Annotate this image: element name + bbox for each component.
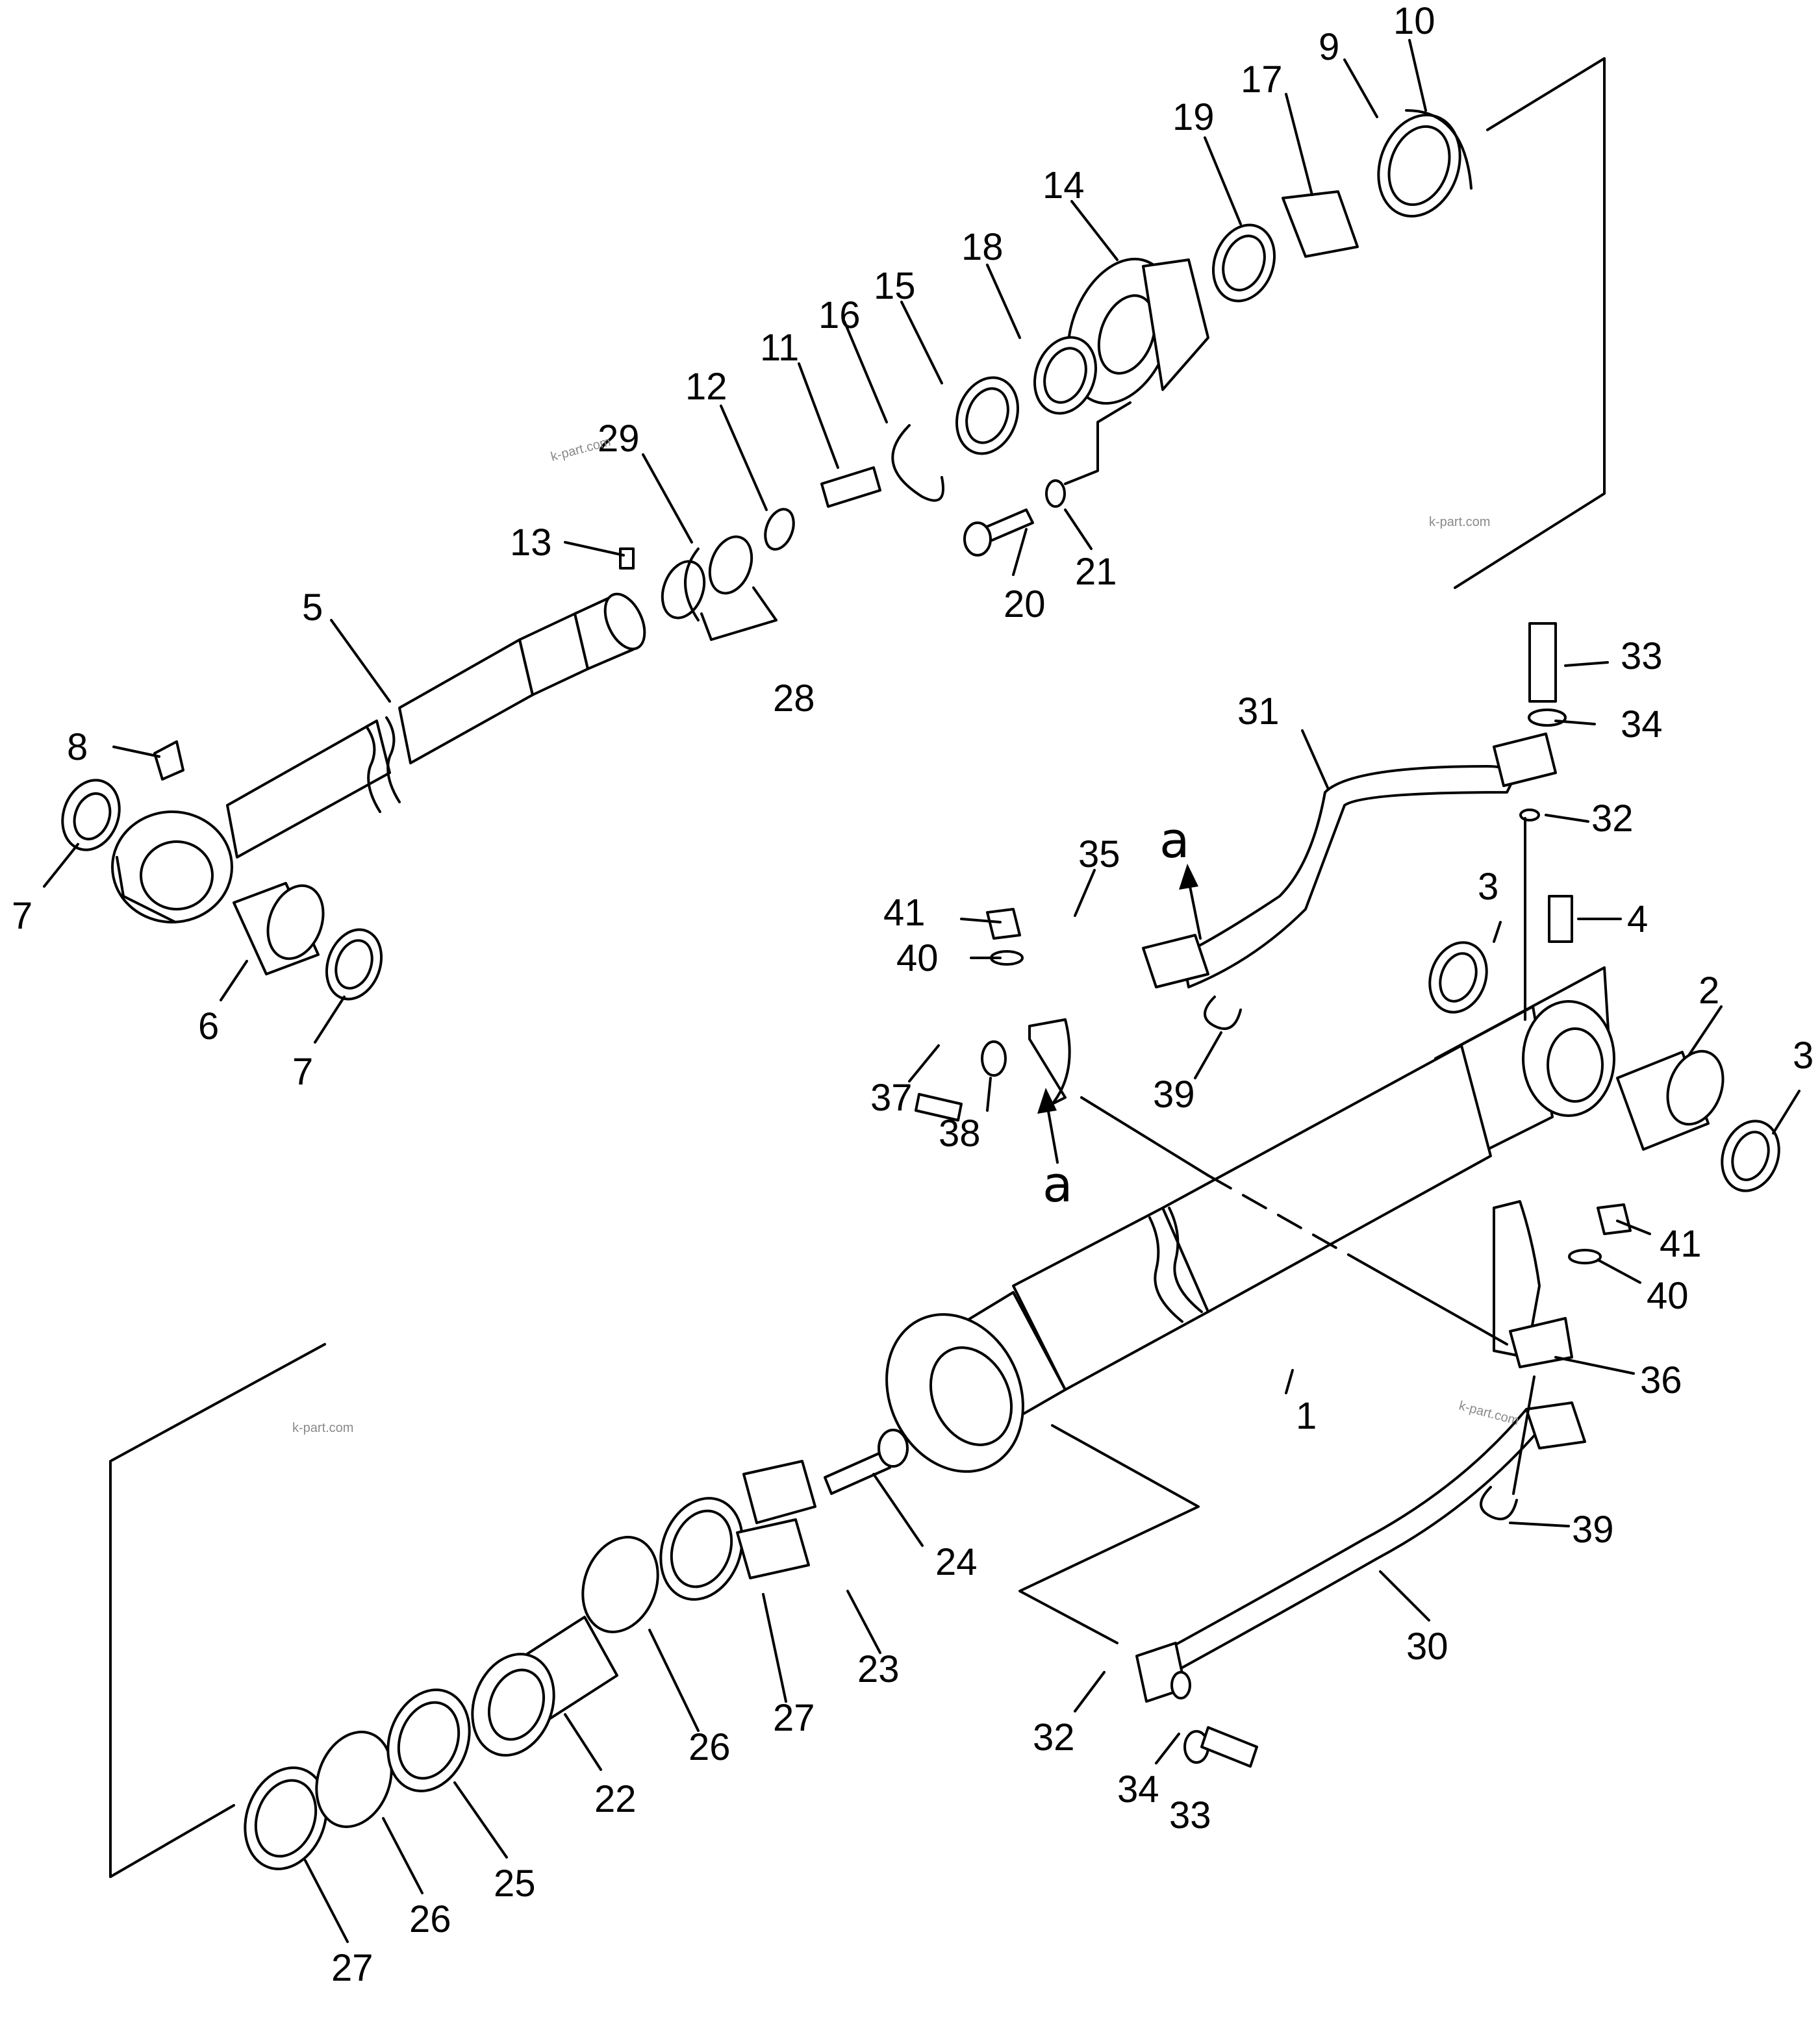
view-marker-a-bottom: a bbox=[1043, 1155, 1073, 1213]
callout-33-lower: 33 bbox=[1169, 1794, 1211, 1837]
callout-31: 31 bbox=[1237, 690, 1280, 733]
callout-11: 11 bbox=[760, 327, 799, 369]
callout-4: 4 bbox=[1627, 898, 1648, 940]
callout-28: 28 bbox=[773, 677, 815, 720]
callout-37: 37 bbox=[870, 1077, 913, 1119]
view-arrow-up-icon bbox=[1179, 864, 1198, 890]
piston-rod bbox=[111, 592, 646, 923]
callout-6: 6 bbox=[198, 1005, 219, 1047]
callout-21: 21 bbox=[1075, 551, 1117, 593]
callout-40-left: 40 bbox=[896, 937, 939, 979]
cylinder-head-assembly bbox=[955, 109, 1472, 455]
callout-23: 23 bbox=[857, 1648, 900, 1690]
callout-30: 30 bbox=[1406, 1625, 1448, 1668]
rod-end-bushings bbox=[61, 740, 383, 1001]
callout-7-left: 7 bbox=[12, 895, 32, 937]
bolt-20-washer-21 bbox=[963, 401, 1131, 557]
leader-lines bbox=[43, 39, 1801, 1943]
alignment-lines bbox=[1018, 817, 1536, 1644]
callout-8: 8 bbox=[67, 726, 88, 768]
small-hardware bbox=[915, 622, 1632, 1768]
callout-14: 14 bbox=[1043, 164, 1085, 207]
callout-3-top: 3 bbox=[1478, 866, 1498, 908]
callout-27-mid: 27 bbox=[773, 1697, 815, 1739]
callout-32-lower: 32 bbox=[1033, 1716, 1075, 1759]
callout-36: 36 bbox=[1640, 1359, 1682, 1401]
callout-26-lower: 26 bbox=[409, 1898, 451, 1940]
cylinder-tube bbox=[885, 966, 1615, 1473]
view-arrow-down-icon bbox=[1037, 1088, 1057, 1114]
callout-9: 9 bbox=[1319, 26, 1339, 68]
callout-7-lower: 7 bbox=[292, 1051, 313, 1093]
callout-41-left: 41 bbox=[883, 892, 926, 934]
callout-15: 15 bbox=[874, 265, 916, 307]
callout-13: 13 bbox=[510, 521, 552, 564]
callout-34-lower: 34 bbox=[1117, 1768, 1159, 1811]
callout-25: 25 bbox=[494, 1862, 536, 1905]
callout-32-top: 32 bbox=[1591, 797, 1634, 840]
piston-assembly bbox=[244, 1429, 909, 1870]
callout-19: 19 bbox=[1172, 96, 1215, 138]
watermarks: k-part.com k-part.com k-part.com k-part.… bbox=[292, 434, 1521, 1435]
view-markers: a a bbox=[1043, 811, 1190, 1213]
callout-39-top: 39 bbox=[1153, 1073, 1195, 1116]
watermark-text: k-part.com bbox=[292, 1421, 353, 1435]
callout-27-lower: 27 bbox=[331, 1947, 373, 1989]
callout-26-mid: 26 bbox=[689, 1726, 731, 1768]
callout-2: 2 bbox=[1699, 970, 1719, 1012]
callout-20: 20 bbox=[1004, 583, 1046, 625]
head-end-bushings bbox=[1428, 895, 1780, 1192]
callout-39-lower: 39 bbox=[1572, 1509, 1614, 1551]
callout-labels: 10 9 17 19 14 18 15 16 11 12 29 13 28 5 … bbox=[12, 0, 1814, 1989]
callout-29: 29 bbox=[598, 418, 640, 460]
callout-17: 17 bbox=[1241, 58, 1283, 101]
group-frame-lines bbox=[109, 57, 1606, 1878]
callout-3-right: 3 bbox=[1793, 1035, 1814, 1077]
callout-22: 22 bbox=[594, 1778, 637, 1820]
callout-33-top: 33 bbox=[1621, 635, 1663, 677]
callout-38: 38 bbox=[939, 1112, 981, 1155]
callout-41-right: 41 bbox=[1660, 1223, 1702, 1265]
callout-35: 35 bbox=[1078, 833, 1120, 875]
callout-5: 5 bbox=[302, 586, 323, 629]
callout-34-top: 34 bbox=[1621, 703, 1663, 746]
callout-24: 24 bbox=[935, 1541, 978, 1583]
callout-1: 1 bbox=[1296, 1395, 1317, 1437]
view-marker-a-top: a bbox=[1159, 811, 1190, 869]
piston-nut-assembly bbox=[619, 424, 944, 621]
watermark-text: k-part.com bbox=[1429, 515, 1490, 529]
view-arrows bbox=[1037, 864, 1202, 1164]
watermark-text: k-part.com bbox=[1458, 1399, 1521, 1429]
callout-10: 10 bbox=[1393, 0, 1435, 42]
callout-18: 18 bbox=[961, 226, 1004, 268]
callout-12: 12 bbox=[685, 366, 727, 408]
callout-40-right: 40 bbox=[1647, 1275, 1689, 1317]
piping-assembly bbox=[1028, 733, 1586, 1703]
callout-16: 16 bbox=[818, 294, 861, 336]
